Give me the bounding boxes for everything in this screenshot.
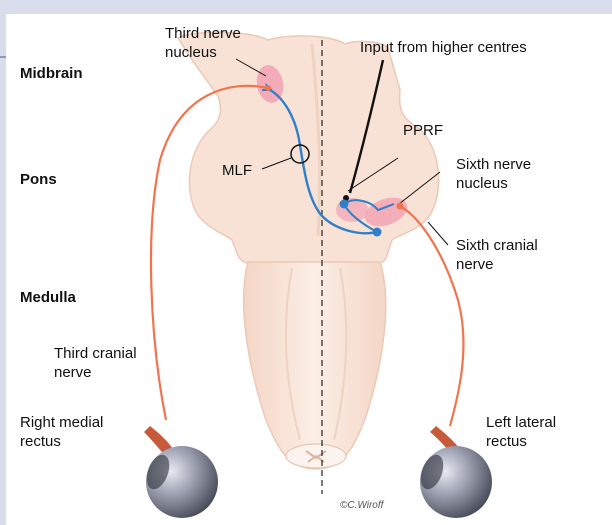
label-right-medial-rectus-line2: rectus (20, 432, 61, 451)
label-sixth-nerve-nucleus-line2: nucleus (456, 174, 508, 193)
label-sixth-cranial-nerve-line2: nerve (456, 255, 494, 274)
label-sixth-nerve-nucleus-line1: Sixth nerve (456, 155, 531, 174)
label-third-cranial-nerve-line1: Third cranial (54, 344, 137, 363)
region-pons: Pons (20, 170, 57, 189)
label-left-lateral-rectus-line2: rectus (486, 432, 527, 451)
label-third-nerve-nucleus-line2: nucleus (165, 43, 217, 62)
artist-signature: ©C.Wiroff (340, 500, 383, 512)
mlf-dot (373, 228, 382, 237)
region-midbrain: Midbrain (20, 64, 83, 83)
region-medulla: Medulla (20, 288, 76, 307)
label-left-lateral-rectus-line1: Left lateral (486, 413, 556, 432)
label-third-cranial-nerve-line2: nerve (54, 363, 92, 382)
pprf-dot (340, 200, 349, 209)
sixth-nucleus-dot (397, 203, 404, 210)
label-third-nerve-nucleus-line1: Third nerve (165, 24, 241, 43)
label-right-medial-rectus-line1: Right medial (20, 413, 103, 432)
label-pprf: PPRF (403, 121, 443, 140)
label-sixth-cranial-nerve-line1: Sixth cranial (456, 236, 538, 255)
label-input-higher-centres: Input from higher centres (360, 38, 527, 57)
label-mlf: MLF (222, 161, 252, 180)
third-nucleus-dot (265, 85, 271, 91)
